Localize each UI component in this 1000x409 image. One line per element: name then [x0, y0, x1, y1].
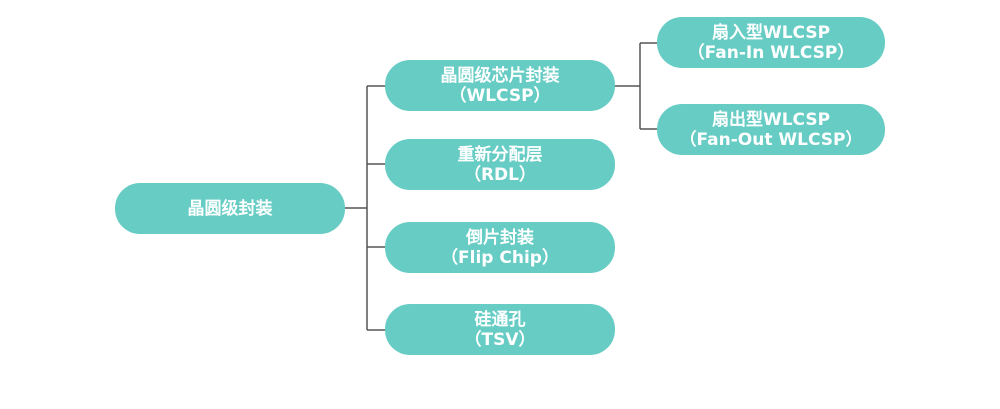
node-fan-in-line1: 扇入型WLCSP	[711, 22, 831, 43]
node-fan-out-wlcsp: 扇出型WLCSP （Fan-Out WLCSP）	[657, 104, 885, 155]
node-wlcsp: 晶圆级芯片封装 （WLCSP）	[385, 60, 615, 111]
node-tsv: 硅通孔 （TSV）	[385, 304, 615, 355]
node-wlcsp-line2: （WLCSP）	[449, 85, 551, 106]
node-fan-in-line2: （Fan-In WLCSP）	[687, 42, 855, 63]
node-fan-out-line1: 扇出型WLCSP	[711, 109, 831, 130]
node-flip-chip: 倒片封装 （Flip Chip）	[385, 222, 615, 273]
node-flip-chip-line2: （Flip Chip）	[441, 247, 559, 268]
node-rdl-line2: （RDL）	[463, 164, 537, 185]
node-fan-in-wlcsp: 扇入型WLCSP （Fan-In WLCSP）	[657, 17, 885, 68]
node-rdl-line1: 重新分配层	[457, 144, 543, 165]
node-root: 晶圆级封装	[115, 183, 345, 234]
node-tsv-line2: （TSV）	[464, 329, 536, 350]
node-tsv-line1: 硅通孔	[474, 309, 526, 330]
node-fan-out-line2: （Fan-Out WLCSP）	[679, 129, 863, 150]
node-rdl: 重新分配层 （RDL）	[385, 139, 615, 190]
node-flip-chip-line1: 倒片封装	[466, 227, 534, 248]
node-root-label: 晶圆级封装	[187, 198, 273, 219]
node-wlcsp-line1: 晶圆级芯片封装	[440, 65, 560, 86]
